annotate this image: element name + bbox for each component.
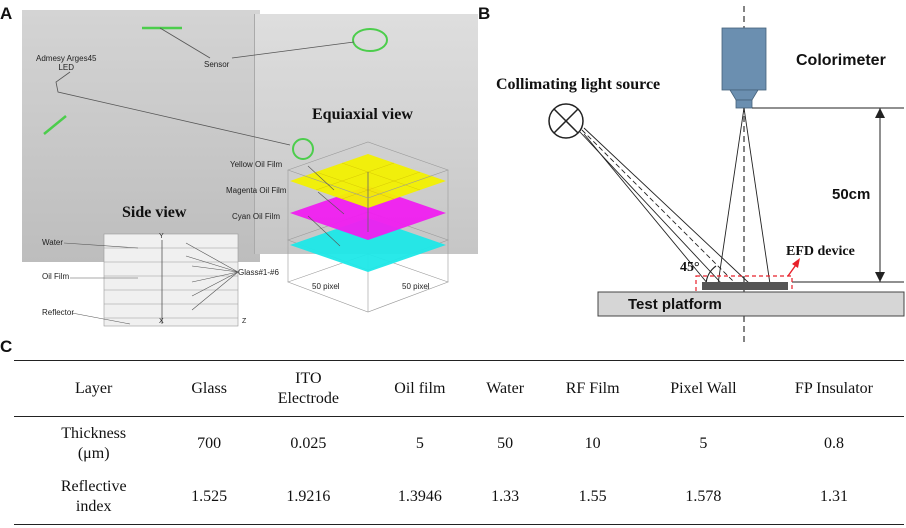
table-header: Pixel Wall: [670, 379, 737, 397]
reflector-label: Reflector: [42, 308, 75, 317]
angle-label: 45°: [680, 260, 700, 275]
side-view-title: Side view: [122, 204, 187, 221]
magenta-film-label: Magenta Oil Film: [226, 186, 287, 195]
table-cell: 0.025: [290, 434, 327, 452]
table-header: RF Film: [565, 379, 620, 397]
table-header: Glass: [191, 379, 227, 397]
table-cell: 5: [415, 434, 424, 452]
table-header: FP Insulator: [794, 379, 873, 397]
side-axis-x: X: [159, 318, 164, 325]
led-label: Admesy Arges45 LED: [36, 54, 97, 72]
colorimeter-body: [721, 27, 767, 91]
sensor-ellipse: [352, 28, 388, 52]
yellow-film-label: Yellow Oil Film: [230, 160, 283, 169]
table-header: Layer: [75, 379, 113, 397]
background-left: [22, 10, 260, 262]
row-label: Thickness (μm): [61, 424, 127, 462]
table-cell: 10: [584, 434, 601, 452]
row-label: Reflective index: [60, 478, 127, 516]
table-cell: 1.55: [578, 488, 607, 506]
table-row: Thickness (μm) 700 0.025 5 50 10 5 0.8: [14, 417, 904, 471]
table-cell: 1.9216: [286, 488, 331, 506]
equiaxial-view-title: Equiaxial view: [312, 106, 413, 123]
table-cell: 0.8: [823, 434, 844, 452]
pixel-left-label: 50 pixel: [312, 282, 340, 291]
layer-properties-table: Layer Glass ITO Electrode Oil film Water…: [14, 360, 904, 525]
side-view-layers: [63, 233, 239, 327]
glass-label: Glass#1-#6: [238, 268, 279, 277]
distance-label: 50cm: [832, 186, 871, 203]
panel-b-setup: Colorimeter Collimating light source 50c…: [480, 0, 906, 350]
table-cell: 50: [497, 434, 514, 452]
light-source-label: Collimating light source: [496, 76, 661, 93]
test-platform-label: Test platform: [628, 296, 722, 313]
cyan-layer: [290, 218, 446, 272]
panel-label-b: B: [478, 4, 491, 23]
table-header: ITO Electrode: [277, 369, 339, 407]
table-cell: 1.578: [685, 488, 722, 506]
led-ellipse: [292, 138, 314, 160]
table-cell: 1.3946: [397, 488, 442, 506]
pixel-right-label: 50 pixel: [402, 282, 430, 291]
panel-label-c: C: [0, 337, 13, 356]
equiaxial-stack: [287, 141, 449, 313]
water-label: Water: [42, 238, 64, 247]
side-axis-y: Y: [159, 233, 164, 240]
table-header: Oil film: [394, 379, 446, 397]
simulation-scene: [22, 10, 478, 327]
table-cell: 700: [197, 434, 222, 452]
light-source-symbol: [548, 103, 584, 139]
table-header-row: Layer Glass ITO Electrode Oil film Water…: [14, 360, 904, 417]
table-header: Water: [486, 379, 525, 397]
table-cell: 1.525: [191, 488, 228, 506]
oil-film-label: Oil Film: [42, 272, 70, 281]
table-cell: 1.33: [491, 488, 520, 506]
colorimeter-label: Colorimeter: [796, 52, 886, 69]
cyan-film-label: Cyan Oil Film: [232, 212, 281, 221]
measurement-diagram: [548, 6, 905, 346]
panel-label-a: A: [0, 4, 13, 23]
table-cell: 1.31: [819, 488, 848, 506]
table-row: Reflective index 1.525 1.9216 1.3946 1.3…: [14, 471, 904, 525]
panel-a-simulation: Admesy Arges45 LED Sensor Equiaxial view…: [0, 0, 480, 340]
table-cell: 5: [699, 434, 708, 452]
efd-device-label: EFD device: [786, 244, 855, 259]
efd-device-body: [702, 282, 788, 290]
test-platform: [597, 291, 905, 317]
led-marker: [43, 115, 67, 135]
side-axis-z: Z: [242, 318, 247, 325]
sensor-label: Sensor: [204, 60, 230, 69]
colorimeter-lens: [735, 99, 753, 109]
